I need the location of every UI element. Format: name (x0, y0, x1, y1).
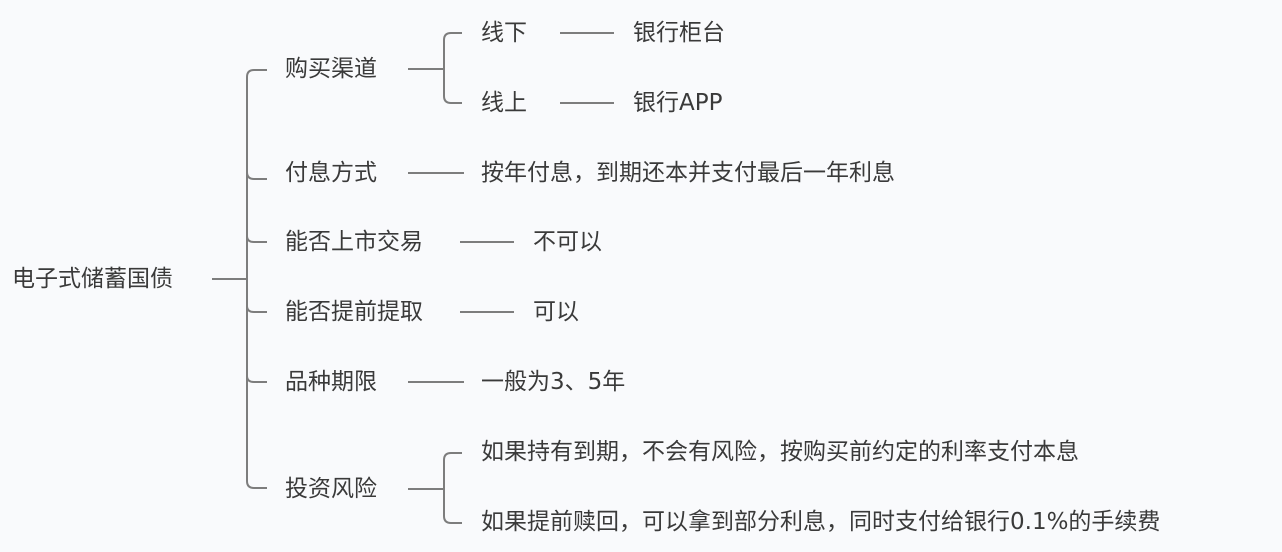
branch-connector-5 (246, 375, 267, 383)
term-value: 一般为3、5年 (481, 369, 626, 395)
main-bracket (246, 69, 267, 489)
risk-early-redemption: 如果提前赎回，可以拿到部分利息，同时支付给银行0.1%的手续费 (481, 509, 1161, 535)
branch-connector-4 (246, 305, 267, 313)
branch-term: 品种期限 (285, 369, 377, 395)
early-withdrawal-value: 可以 (533, 299, 579, 325)
branch-listed-trading: 能否上市交易 (285, 229, 423, 255)
branch-purchase-channel: 购买渠道 (285, 56, 377, 82)
branch-connector-3 (246, 235, 267, 243)
listed-trading-value: 不可以 (533, 229, 602, 255)
channel-online-value: 银行APP (633, 90, 723, 116)
channel-offline: 线下 (481, 20, 527, 46)
branch-investment-risk: 投资风险 (285, 476, 377, 502)
channel-online: 线上 (481, 90, 527, 116)
root-node: 电子式储蓄国债 (12, 266, 173, 292)
sub-bracket-channels (443, 32, 462, 104)
sub-bracket-risk (443, 452, 462, 524)
branch-connector-2 (246, 171, 267, 180)
risk-hold-to-maturity: 如果持有到期，不会有风险，按购买前约定的利率支付本息 (481, 439, 1079, 465)
channel-offline-value: 银行柜台 (633, 20, 725, 46)
branch-early-withdrawal: 能否提前提取 (285, 299, 423, 325)
interest-method-value: 按年付息，到期还本并支付最后一年利息 (481, 160, 895, 186)
branch-interest-method: 付息方式 (285, 160, 377, 186)
